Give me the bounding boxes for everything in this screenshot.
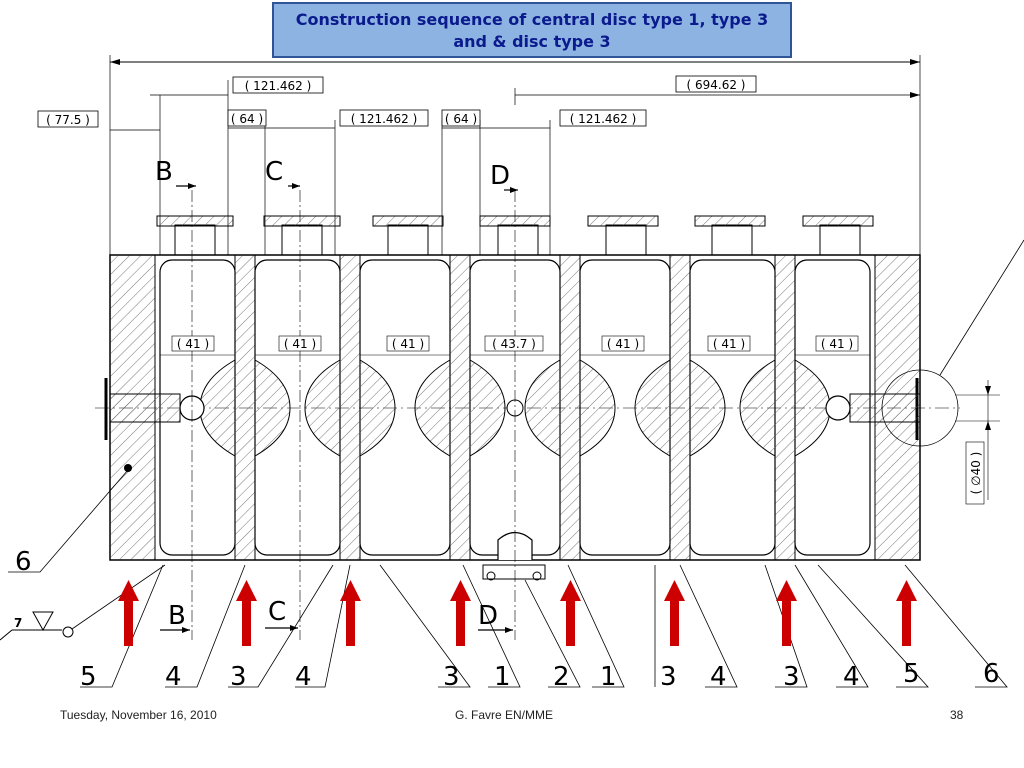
section-b-bottom: B [168,601,186,631]
section-d-top: D [490,161,510,191]
dim-121-right-label: ( 121.462 ) [570,112,637,126]
gap-label-6: ( 41 ) [713,337,745,351]
slide-title: Construction sequence of central disc ty… [272,2,792,58]
dimension-121-mid: ( 121.462 ) [265,109,429,255]
section-c-top: C [265,157,283,187]
slide-title-line1: Construction sequence of central disc ty… [295,10,769,29]
footer-author: G. Favre EN/MME [455,708,554,722]
part-number: 4 [843,662,860,692]
part-number: 5 [903,659,920,689]
cells [109,190,921,640]
part-number: 3 [230,662,247,692]
dimension-121-top: ( 121.462 ) [150,76,324,255]
dim-121-mid-label: ( 121.462 ) [351,112,418,126]
slide-title-line2: and & disc type 3 [453,32,611,51]
part-number: 3 [443,662,460,692]
dimension-121-right: ( 121.462 ) [480,109,647,255]
part-numbers: 6 5 4 3 4 3 1 2 1 3 4 3 4 5 6 [15,547,1000,692]
gap-label-4: ( 43.7 ) [492,337,536,351]
part-number: 5 [80,662,97,692]
part-number: 4 [165,662,182,692]
dimension-64-a: ( 64 ) [227,109,267,255]
dimension-694: ( 694.62 ) [514,75,920,105]
footer-date: Tuesday, November 16, 2010 [60,708,217,722]
gap-dimensions: ( 41 ) ( 41 ) ( 41 ) ( 43.7 ) ( 41 ) ( 4… [160,335,870,356]
part-number: 4 [295,662,312,692]
section-c-bottom: C [268,597,286,627]
weld-number: 7 [14,616,22,630]
part-number: 1 [494,662,511,692]
part-number: 2 [553,662,570,692]
gap-label-3: ( 41 ) [392,337,424,351]
section-d-bottom: D [478,601,498,631]
dimension-77-5: ( 77.5 ) [37,95,161,255]
gap-label-2: ( 41 ) [284,337,316,351]
section-b-top: B [155,157,173,187]
footer-page-number: 38 [950,708,964,722]
detail-callout: ( ∅40 ) [881,239,1024,505]
part-number: 4 [710,662,727,692]
weld-symbol: 7 [0,564,166,641]
gap-label-7: ( 41 ) [821,337,853,351]
gap-label-1: ( 41 ) [177,337,209,351]
part-number: 3 [660,662,677,692]
dim-64-b-label: ( 64 ) [445,112,477,126]
dimension-64-b: ( 64 ) [441,109,481,255]
overall-dimension [109,55,921,255]
part-number: 6 [15,547,32,577]
part-number: 1 [600,662,617,692]
dim-121-top-label: ( 121.462 ) [245,79,312,93]
section-markers-bottom: B C D [160,597,513,633]
dim-64-a-label: ( 64 ) [231,112,263,126]
part-leaders [8,469,1008,688]
part-number: 3 [783,662,800,692]
dim-77-5-label: ( 77.5 ) [46,113,90,127]
assembly-arrows [118,580,917,646]
dim-diameter-40: ( ∅40 ) [969,452,983,495]
dim-694-label: ( 694.62 ) [687,78,746,92]
section-markers-top: B C D [155,157,518,193]
gap-label-5: ( 41 ) [607,337,639,351]
part-number: 6 [983,659,1000,689]
